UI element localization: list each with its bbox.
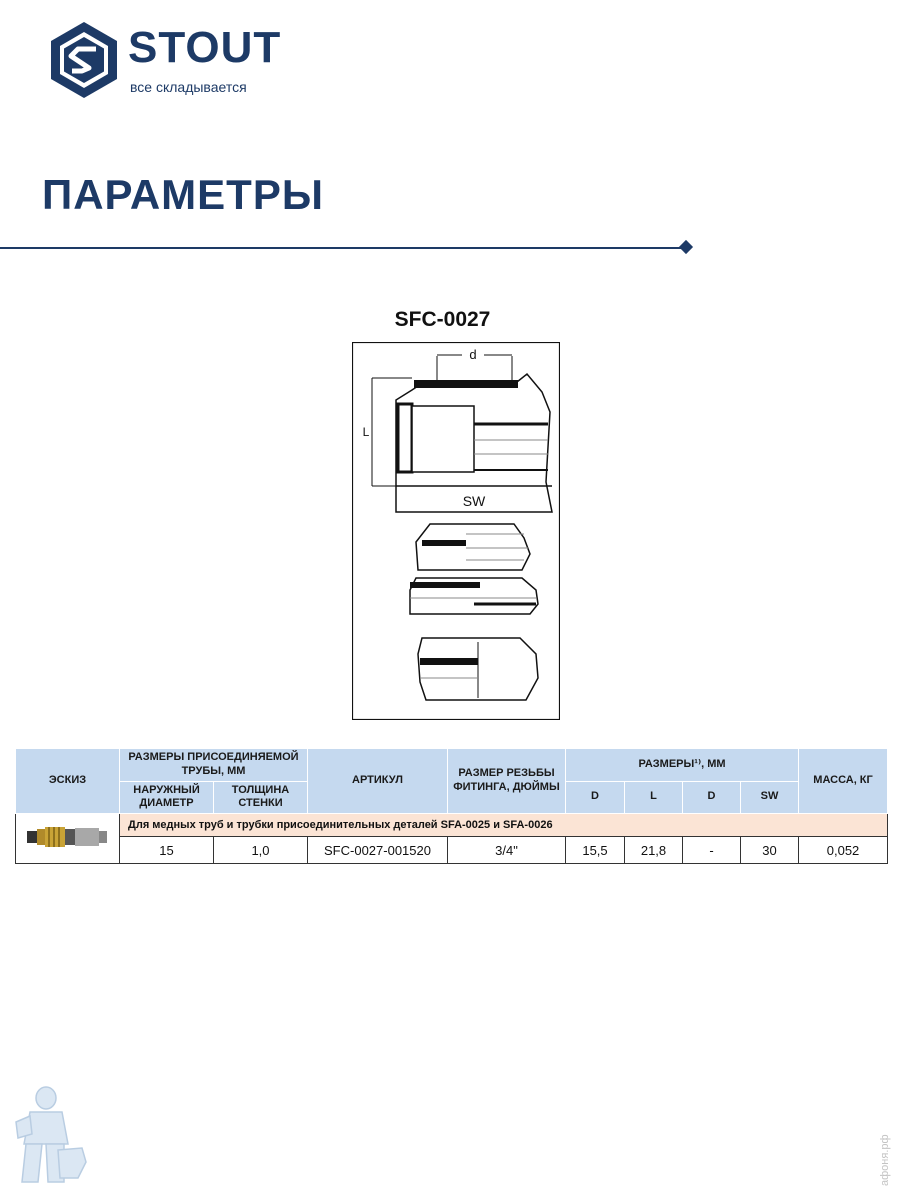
cell-wall-thickness: 1,0 bbox=[213, 836, 308, 864]
title-divider bbox=[0, 247, 685, 249]
header-mass: МАССА, КГ bbox=[798, 748, 889, 814]
header-dim-d: d bbox=[565, 780, 625, 814]
watermark-text: афоня.рф bbox=[879, 1134, 891, 1186]
dim-d-label: d bbox=[469, 347, 476, 362]
cell-outer-diameter: 15 bbox=[119, 836, 214, 864]
cell-mass: 0,052 bbox=[798, 836, 889, 864]
sketch-cell bbox=[15, 813, 120, 864]
header-wall-thickness: ТОЛЩИНА СТЕНКИ bbox=[213, 780, 308, 814]
brand-tagline: все складывается bbox=[130, 79, 247, 95]
header-dim-L: L bbox=[624, 780, 683, 814]
header-outer-diameter: НАРУЖНЫЙ ДИАМЕТР bbox=[119, 780, 214, 814]
dim-SW-label: SW bbox=[463, 493, 486, 509]
stout-logo-icon bbox=[51, 22, 117, 98]
header-sketch: ЭСКИЗ bbox=[15, 748, 120, 814]
header-dim-D: D bbox=[682, 780, 741, 814]
site-watermark: афоня.рф bbox=[879, 1134, 891, 1186]
cell-dim-L: 21,8 bbox=[624, 836, 683, 864]
cell-dim-D: - bbox=[682, 836, 741, 864]
header-thread-size: РАЗМЕР РЕЗЬБЫ ФИТИНГА, ДЮЙМЫ bbox=[447, 748, 566, 814]
header-pipe-dimensions: РАЗМЕРЫ ПРИСОЕДИНЯЕМОЙ ТРУБЫ, ММ bbox=[119, 748, 308, 782]
cell-article: SFC-0027-001520 bbox=[307, 836, 448, 864]
table-row: Для медных труб и трубки присоединительн… bbox=[15, 813, 889, 864]
fitting-drawing: d L SW bbox=[352, 342, 560, 720]
parameters-table: ЭСКИЗ РАЗМЕРЫ ПРИСОЕДИНЯЕМОЙ ТРУБЫ, ММ А… bbox=[15, 748, 889, 864]
header-dim-SW: SW bbox=[739, 780, 800, 814]
fitting-note: Для медных труб и трубки присоединительн… bbox=[118, 813, 889, 837]
cell-thread-size: 3/4" bbox=[447, 836, 566, 864]
page-title: ПАРАМЕТРЫ bbox=[42, 171, 324, 218]
dim-L-label: L bbox=[363, 425, 370, 439]
brand-name: STOUT bbox=[128, 23, 282, 72]
header-dimensions: РАЗМЕРЫ¹⁾, ММ bbox=[564, 748, 800, 782]
divider-diamond-icon bbox=[678, 239, 694, 255]
cell-dim-d: 15,5 bbox=[565, 836, 625, 864]
fitting-photo-icon bbox=[26, 827, 107, 847]
header-article: АРТИКУЛ bbox=[307, 748, 448, 814]
table-row: 15 1,0 SFC-0027-001520 3/4" 15,5 21,8 - … bbox=[16, 836, 889, 864]
plumber-mascot-icon bbox=[15, 1086, 87, 1183]
model-title: SFC-0027 bbox=[394, 308, 491, 331]
cell-dim-SW: 30 bbox=[739, 836, 800, 864]
